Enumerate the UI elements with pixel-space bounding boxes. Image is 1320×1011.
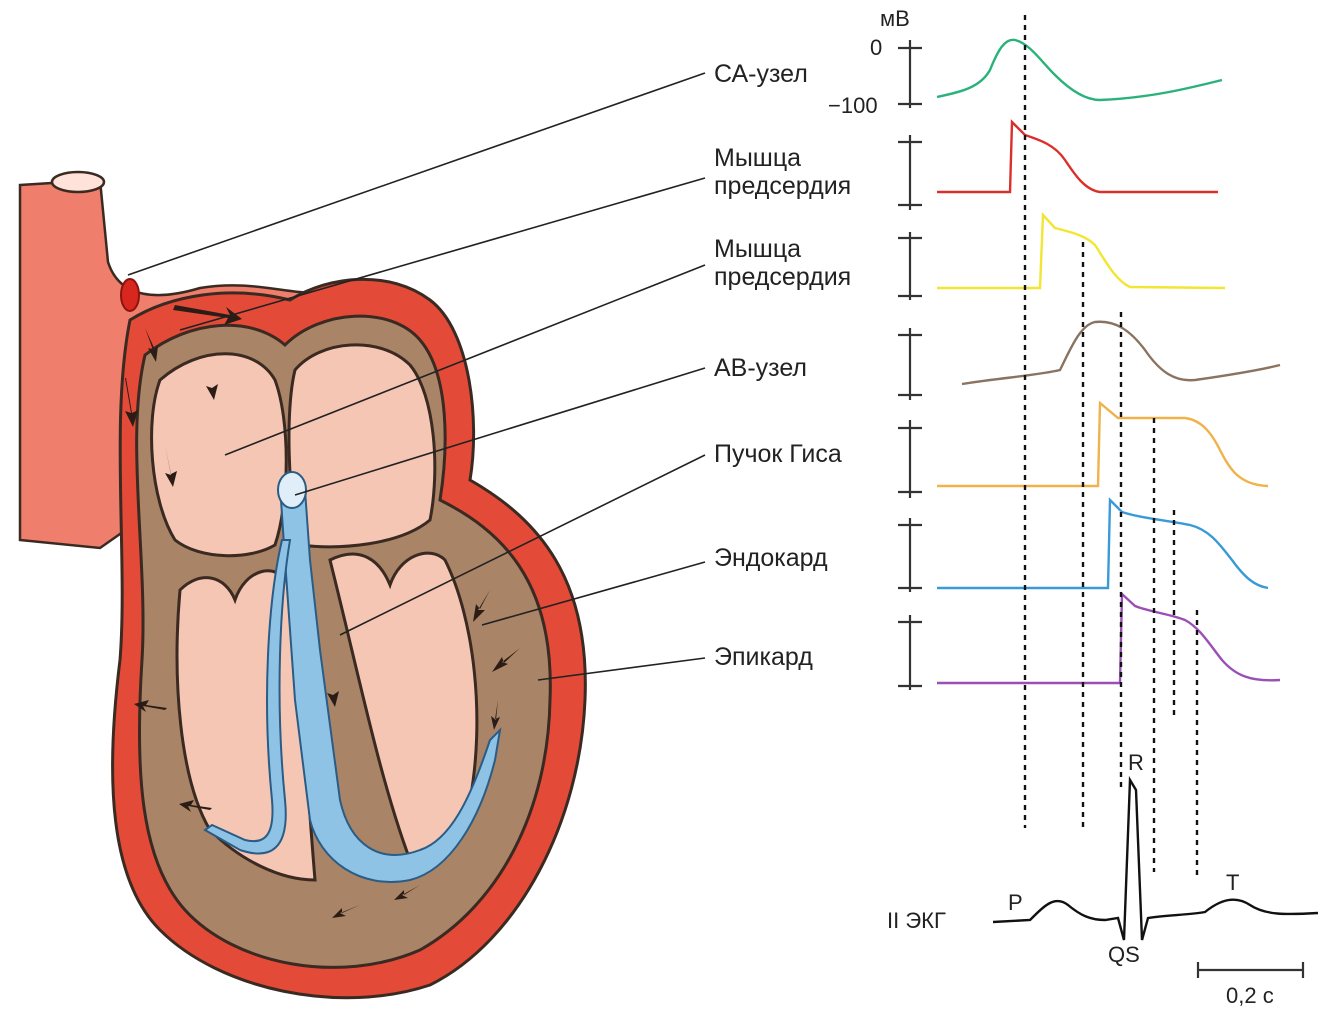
label-atrial-muscle-2-line1: Мышца <box>714 235 801 263</box>
ecg-p-label: P <box>1008 890 1023 915</box>
label-sa-node: СА-узел <box>714 60 808 88</box>
sa-node-shape <box>121 279 139 311</box>
labels: СА-узел Мышца предсердия Мышца предсерди… <box>714 60 851 671</box>
label-atrial-muscle-1-line2: предсердия <box>714 172 851 200</box>
trace-epicardium <box>937 594 1280 683</box>
trace-endocardium <box>937 500 1268 588</box>
time-markers <box>1025 15 1197 875</box>
time-scale-bar <box>1198 962 1303 978</box>
label-endocardium: Эндокард <box>714 544 828 572</box>
ecg-t-label: T <box>1226 870 1239 895</box>
label-atrial-muscle-1-line1: Мышца <box>714 144 801 172</box>
label-atrial-muscle-2-line2: предсердия <box>714 263 851 291</box>
trace-atrial-muscle-2 <box>937 215 1225 288</box>
voltage-axes: мВ 0 −100 <box>828 6 922 690</box>
action-potential-traces <box>937 40 1280 683</box>
trace-atrial-muscle-1 <box>937 122 1218 192</box>
vena-cava-opening <box>52 172 104 192</box>
ecg-panel: II ЭКГ P R QS T 0,2 с <box>887 750 1318 1008</box>
left-atrium-chamber <box>289 345 435 547</box>
ecg-trace <box>993 780 1318 940</box>
time-scale-label: 0,2 с <box>1226 983 1274 1008</box>
label-epicardium: Эпикард <box>714 643 813 671</box>
ecg-qs-label: QS <box>1108 942 1140 967</box>
axis-tick-minus100: −100 <box>828 93 878 118</box>
label-his-bundle: Пучок Гиса <box>714 440 842 468</box>
trace-his-bundle <box>937 403 1268 486</box>
right-atrium-chamber <box>152 354 287 556</box>
trace-sa-node <box>937 40 1222 100</box>
ecg-lead-label: II ЭКГ <box>887 908 946 933</box>
heart-illustration <box>20 172 585 998</box>
axis-unit: мВ <box>880 6 910 31</box>
av-node-shape <box>278 472 306 508</box>
axis-tick-zero: 0 <box>870 35 882 60</box>
label-av-node: АВ-узел <box>714 354 807 382</box>
ecg-r-label: R <box>1128 750 1144 775</box>
